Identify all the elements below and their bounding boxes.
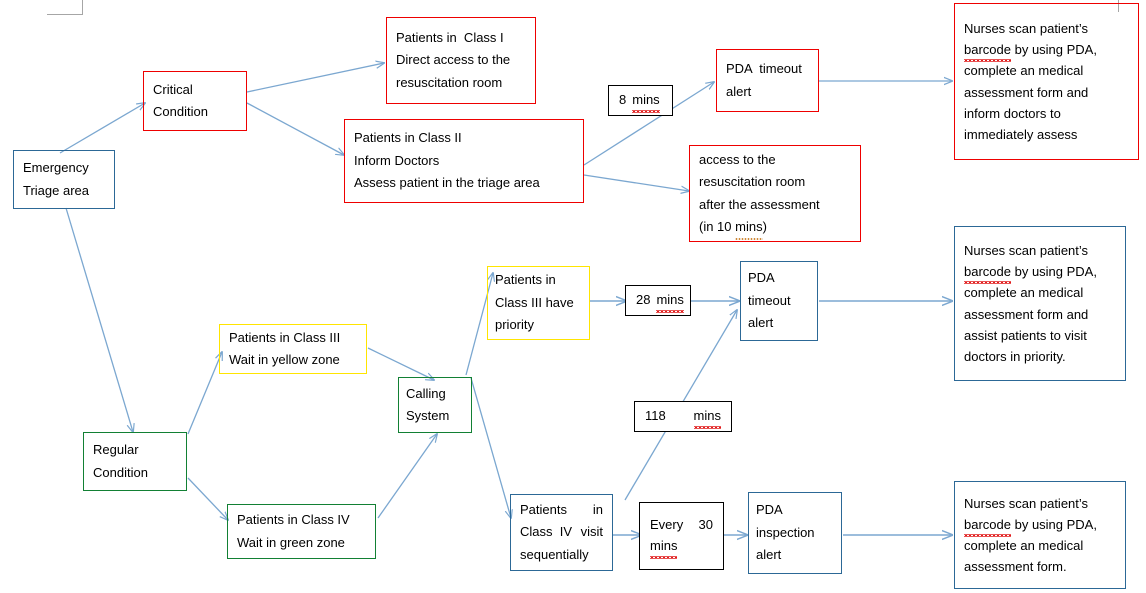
timer-text-second: mins [640, 536, 723, 559]
node-line: PDA [748, 270, 775, 286]
edge-critical-to-class-ii [246, 102, 344, 155]
node-line: Wait in yellow zone [229, 352, 340, 367]
edge-critical-to-class-i [246, 63, 384, 93]
node-line: Assess patient in the triage area [354, 175, 540, 191]
pda-timeout-alert-mid-box[interactable]: PDA timeout alert [740, 261, 818, 341]
emergency-triage-area-box[interactable]: Emergency Triage area [13, 150, 115, 209]
node-line: Condition [153, 104, 208, 119]
node-line: complete an medical [964, 285, 1084, 301]
patients-class-iii-priority-box[interactable]: Patients in Class III have priority [487, 266, 590, 340]
node-line: PDA [756, 502, 783, 518]
node-line-misspelled: barcode by using PDA, [955, 39, 1138, 63]
node-line: Class III have [495, 294, 574, 310]
patients-class-i-box[interactable]: Patients in Class I Direct access to the… [386, 17, 536, 104]
node-line: doctors in priority. [964, 348, 1066, 364]
node-line-misspelled: barcode by using PDA, [955, 261, 1125, 285]
node-line: alert [726, 83, 752, 99]
edge-class-ii-to-access-resus [583, 174, 689, 191]
edge-calling-to-class-iv-sequential [470, 377, 511, 518]
node-line: assist patients to visit [964, 327, 1087, 343]
node-line: Regular [93, 442, 139, 458]
node-line: assessment form. [964, 559, 1067, 575]
node-line: Patients in Class IV [237, 512, 350, 528]
node-line: Triage area [23, 182, 89, 198]
node-line: inform doctors to [964, 105, 1061, 121]
node-line: Direct access to the [396, 52, 511, 68]
node-line: after the assessment [699, 196, 820, 212]
edge-triage-to-regular [65, 207, 133, 432]
edge-regular-to-class-iii-wait [187, 352, 222, 435]
node-line: alert [756, 547, 782, 563]
calling-system-box[interactable]: Calling System [398, 377, 472, 433]
edge-class-iii-wait-to-calling [367, 347, 434, 380]
node-line: Patients in [495, 272, 556, 288]
node-line: Nurses scan patient’s [964, 495, 1089, 511]
node-line: Wait in green zone [237, 534, 345, 550]
page-edge-artifact [1118, 0, 1119, 12]
node-line: Inform Doctors [354, 152, 440, 168]
edge-regular-to-class-iv-wait [187, 477, 228, 520]
node-line: access to the [699, 151, 776, 167]
node-line: assessment form and [964, 84, 1089, 100]
regular-condition-box[interactable]: Regular Condition [83, 432, 187, 491]
node-line: inspection [756, 524, 815, 540]
node-line: timeout [748, 292, 791, 308]
node-line-grammar: (in 10 mins) [690, 216, 860, 241]
patients-class-iii-wait-box[interactable]: Patients in Class III Wait in yellow zon… [219, 324, 367, 374]
node-line: Patients in Class III [229, 329, 341, 345]
node-line: complete an medical [964, 63, 1084, 79]
node-line: complete an medical [964, 538, 1084, 553]
access-resuscitation-room-box[interactable]: access to the resuscitation room after t… [689, 145, 861, 242]
node-line: Condition [93, 464, 148, 480]
node-line: resuscitation room [396, 74, 503, 90]
node-line: assessment form and [964, 306, 1089, 322]
node-line: priority [495, 317, 535, 333]
edge-triage-to-critical [59, 103, 145, 154]
nurses-action-top-box[interactable]: Nurses scan patient’s barcode by using P… [954, 3, 1139, 160]
patients-class-iv-wait-box[interactable]: Patients in Class IV Wait in green zone [227, 504, 376, 559]
critical-condition-box[interactable]: Critical Condition [143, 71, 247, 131]
node-line: resuscitation room [699, 174, 806, 190]
node-line: immediately assess [964, 126, 1078, 142]
pda-timeout-alert-top-box[interactable]: PDA timeout alert [716, 49, 819, 112]
node-line: Patients in Class II [354, 130, 462, 146]
nurses-action-mid-box[interactable]: Nurses scan patient’s barcode by using P… [954, 226, 1126, 381]
node-line: Nurses scan patient’s [964, 243, 1089, 259]
pda-inspection-alert-box[interactable]: PDA inspection alert [748, 492, 842, 574]
nurses-action-bottom-box[interactable]: Nurses scan patient’s barcode by using P… [954, 481, 1126, 589]
node-line: Patients in Class I [396, 29, 504, 45]
edge-class-iv-wait-to-calling [377, 434, 437, 519]
patients-class-ii-box[interactable]: Patients in Class II Inform Doctors Asse… [344, 119, 584, 203]
node-line: alert [748, 315, 774, 331]
node-line: Emergency [23, 160, 89, 176]
node-line: Calling [406, 385, 446, 401]
node-line: PDA timeout [726, 61, 802, 77]
node-line: sequentially [520, 546, 589, 562]
node-line: System [406, 408, 450, 423]
node-line: Nurses scan patient’s [964, 21, 1089, 37]
page-corner-artifact [47, 0, 83, 15]
node-line: Critical [153, 81, 193, 97]
node-line-misspelled: barcode by using PDA, [955, 514, 1125, 538]
